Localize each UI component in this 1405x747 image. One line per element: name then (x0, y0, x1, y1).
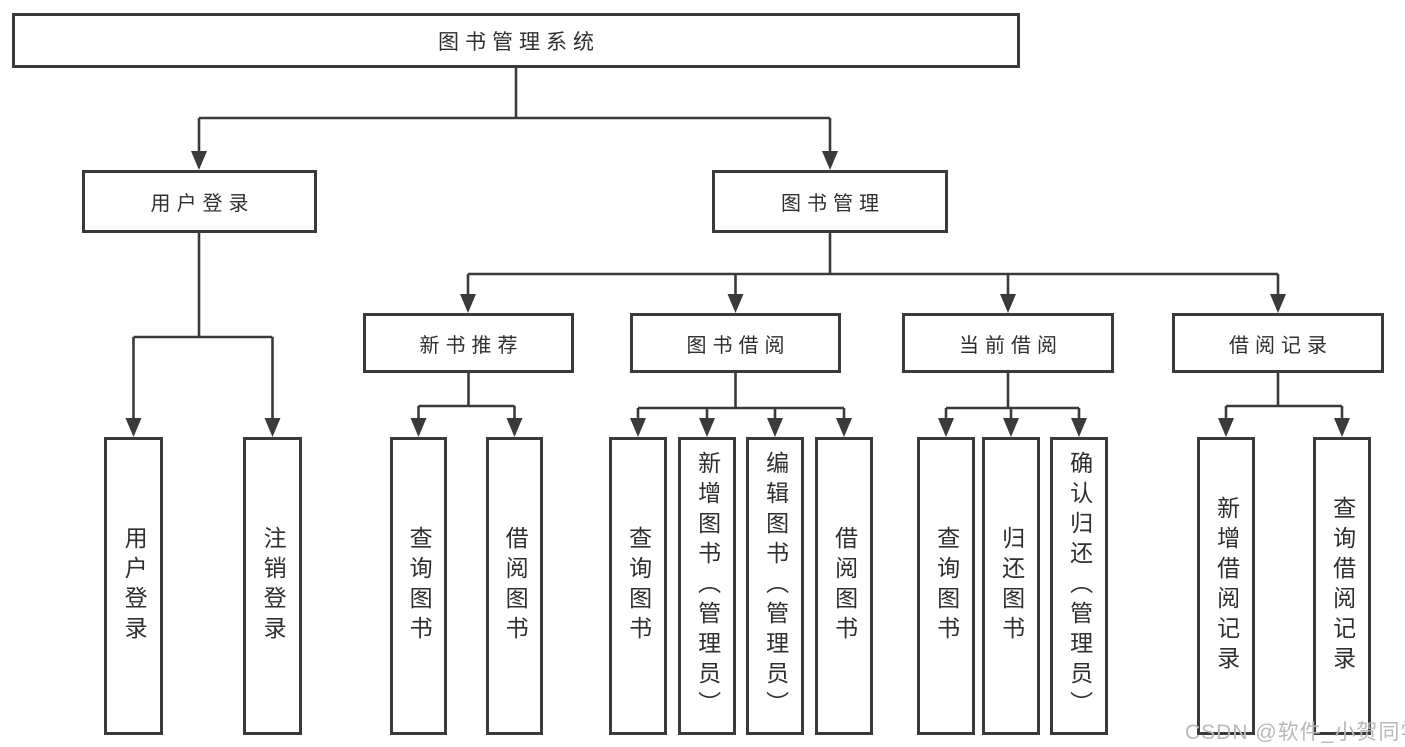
leaf-current-return-books: 归还图书 (982, 437, 1040, 735)
leaf-logout-label: 注销登录 (260, 526, 287, 646)
node-current-borrow: 当前借阅 (902, 313, 1114, 373)
leaf-recommend-query-books-label: 查询图书 (406, 526, 433, 646)
node-borrow-records-label: 借阅记录 (1229, 334, 1333, 357)
node-user-login: 用户登录 (82, 170, 317, 233)
node-new-book-recommend-label: 新书推荐 (419, 334, 524, 357)
leaf-recommend-borrow-books-label: 借阅图书 (502, 526, 529, 646)
connector-current-to-leaves (938, 373, 1087, 437)
leaf-records-add-record-label: 新增借阅记录 (1213, 496, 1240, 676)
node-book-borrow-label: 图书借阅 (686, 334, 791, 357)
node-borrow-records: 借阅记录 (1172, 313, 1384, 373)
leaf-current-confirm-return-admin-label: 确认归还（管理员） (1066, 451, 1093, 721)
leaf-borrow-borrow-books: 借阅图书 (815, 437, 873, 735)
leaf-borrow-add-books-admin: 新增图书（管理员） (678, 437, 736, 735)
connector-records-to-leaves (1218, 373, 1350, 437)
leaf-current-return-books-label: 归还图书 (998, 526, 1025, 646)
node-new-book-recommend: 新书推荐 (363, 313, 574, 373)
leaf-recommend-borrow-books: 借阅图书 (486, 437, 543, 735)
leaf-borrow-borrow-books-label: 借阅图书 (831, 526, 858, 646)
node-book-borrow: 图书借阅 (630, 313, 841, 373)
node-book-management: 图书管理 (712, 170, 948, 233)
node-current-borrow-label: 当前借阅 (959, 334, 1063, 357)
leaf-current-query-books-label: 查询图书 (933, 526, 960, 646)
csdn-watermark: CSDN @软件_小贺同学 (1185, 721, 1405, 744)
leaf-current-confirm-return-admin: 确认归还（管理员） (1050, 437, 1108, 735)
leaf-user-login: 用户登录 (104, 437, 163, 735)
leaf-borrow-query-books-label: 查询图书 (625, 526, 652, 646)
connector-root-to-level2 (191, 68, 838, 170)
node-user-login-label: 用户登录 (150, 193, 255, 215)
leaf-borrow-edit-books-admin: 编辑图书（管理员） (746, 437, 804, 735)
node-root-label: 图书管理系统 (438, 30, 600, 54)
leaf-records-query-record: 查询借阅记录 (1313, 437, 1371, 735)
leaf-records-add-record: 新增借阅记录 (1197, 437, 1255, 735)
leaf-borrow-edit-books-admin-label: 编辑图书（管理员） (762, 451, 789, 721)
leaf-borrow-query-books: 查询图书 (609, 437, 667, 735)
connector-user-login-to-leaves (125, 233, 281, 437)
connector-borrow-to-leaves (630, 373, 852, 437)
leaf-current-query-books: 查询图书 (917, 437, 975, 735)
connector-book-mgmt-to-level3 (460, 233, 1286, 313)
node-book-management-label: 图书管理 (781, 193, 885, 215)
leaf-borrow-add-books-admin-label: 新增图书（管理员） (694, 451, 721, 721)
leaf-user-login-label: 用户登录 (121, 526, 148, 646)
connector-recommend-to-leaves (410, 373, 523, 437)
leaf-recommend-query-books: 查询图书 (390, 437, 447, 735)
leaf-logout: 注销登录 (243, 437, 302, 735)
leaf-records-query-record-label: 查询借阅记录 (1329, 496, 1356, 676)
node-root: 图书管理系统 (12, 13, 1020, 68)
